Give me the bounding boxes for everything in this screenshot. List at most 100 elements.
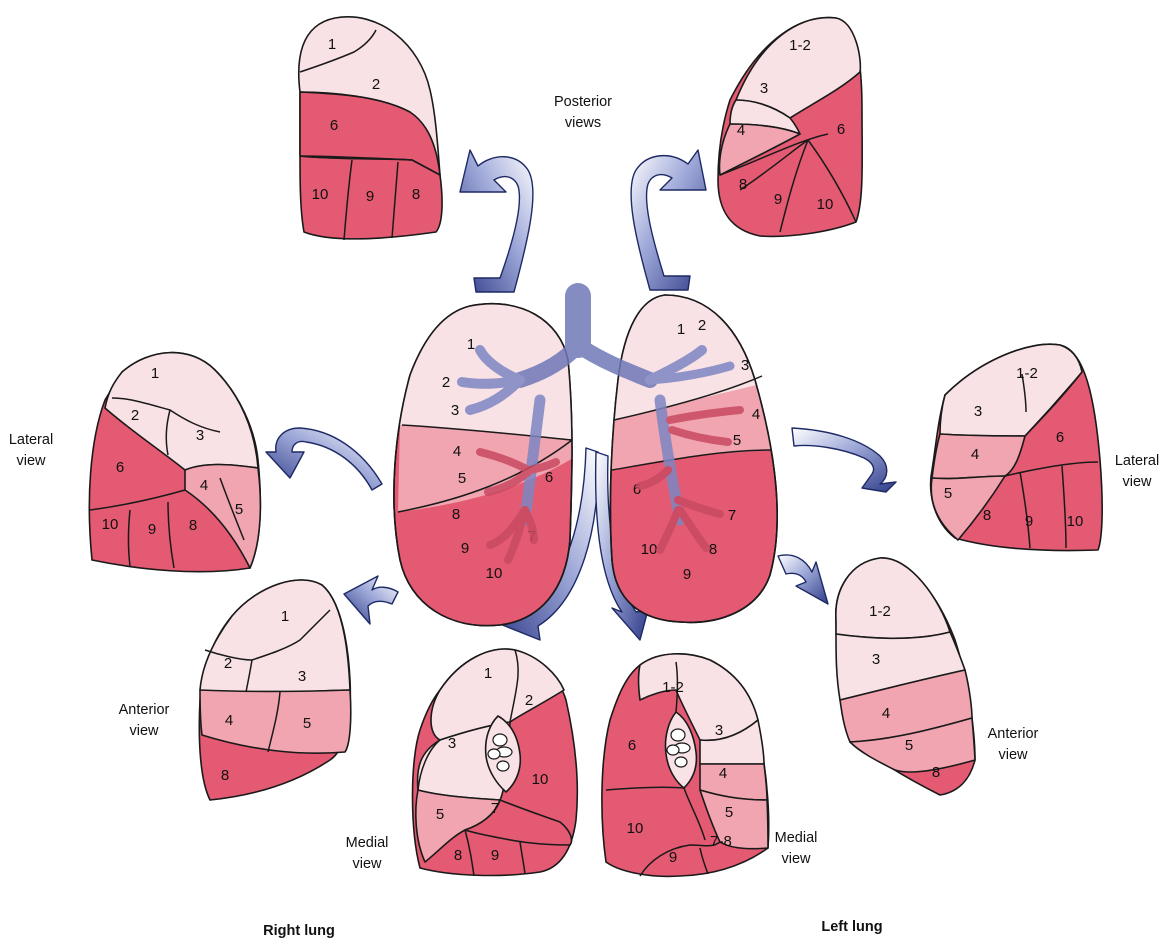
segment-label: 3	[451, 402, 459, 419]
segment-label: 9	[683, 566, 691, 583]
caption-posterior: Posterior views	[554, 94, 612, 131]
segment-label: 6	[545, 469, 553, 486]
segment-label: 9	[774, 191, 782, 208]
segment-label: 1-2	[789, 37, 811, 54]
left-lung-center-view: 1 2 3 4 5 6 7 10 8 9	[600, 290, 800, 622]
segment-label: 3	[715, 722, 723, 739]
segment-label: 7	[491, 800, 499, 817]
segment-label: 3	[741, 357, 749, 374]
arrow-to-left-lateral	[792, 428, 896, 492]
segment-label: 9	[366, 188, 374, 205]
segment-label: 7-8	[710, 833, 732, 850]
segment-label: 6	[116, 459, 124, 476]
right-lung-anterior-view: 1 2 3 4 5 8	[199, 580, 350, 800]
segment-label: 4	[719, 765, 727, 782]
segment-label: 3	[298, 668, 306, 685]
segment-label: 3	[760, 80, 768, 97]
svg-text:view: view	[1122, 474, 1152, 490]
arrow-to-right-posterior	[460, 150, 533, 292]
segment-label: 10	[486, 565, 503, 582]
segment-label: 1	[484, 665, 492, 682]
segment-label: 6	[837, 121, 845, 138]
segment-label: 8	[189, 517, 197, 534]
segment-label: 2	[442, 374, 450, 391]
segment-label: 1	[281, 608, 289, 625]
segment-label: 5	[725, 804, 733, 821]
segment-label: 10	[627, 820, 644, 837]
segment-label: 7	[728, 507, 736, 524]
right-lung-posterior-view: 1 2 6 10 9 8	[299, 17, 442, 240]
right-lung-lateral-view: 1 2 3 6 4 5 10 9 8	[89, 353, 260, 572]
svg-text:Medial: Medial	[775, 830, 818, 846]
svg-text:Anterior: Anterior	[988, 726, 1039, 742]
segment-label: 6	[330, 117, 338, 134]
segment-label: 4	[882, 705, 890, 722]
segment-label: 8	[983, 507, 991, 524]
segment-label: 10	[102, 516, 119, 533]
title-right-lung: Right lung	[263, 923, 335, 939]
segment-label: 6	[628, 737, 636, 754]
svg-text:Lateral: Lateral	[9, 432, 53, 448]
svg-text:Lateral: Lateral	[1115, 453, 1159, 469]
svg-text:view: view	[352, 856, 382, 872]
segment-label: 4	[971, 446, 979, 463]
segment-label: 10	[817, 196, 834, 213]
segment-label: 2	[698, 317, 706, 334]
left-lung-posterior-view: 1-2 3 4 6 8 9 10	[718, 18, 862, 237]
segment-label: 5	[944, 485, 952, 502]
segment-label: 2	[372, 76, 380, 93]
segment-label: 1-2	[1016, 365, 1038, 382]
caption-medial-left: Medial view	[775, 830, 818, 867]
caption-medial-right: Medial view	[346, 835, 389, 872]
segment-label: 8	[452, 506, 460, 523]
segment-label: 10	[1067, 513, 1084, 530]
segment-label: 6	[1056, 429, 1064, 446]
svg-text:view: view	[16, 453, 46, 469]
segment-label: 5	[905, 737, 913, 754]
segment-label: 9	[669, 849, 677, 866]
segment-label: 5	[303, 715, 311, 732]
segment-label: 8	[412, 186, 420, 203]
arrow-to-left-posterior	[631, 150, 706, 290]
svg-text:view: view	[781, 851, 811, 867]
segment-label: 5	[733, 432, 741, 449]
svg-text:Posterior: Posterior	[554, 94, 612, 110]
segment-label: 10	[641, 541, 658, 558]
segment-label: 9	[491, 847, 499, 864]
segment-label: 3	[872, 651, 880, 668]
segment-label: 4	[737, 122, 745, 139]
segment-label: 2	[525, 692, 533, 709]
segment-label: 8	[932, 764, 940, 781]
segment-label: 1	[151, 365, 159, 382]
title-left-lung: Left lung	[821, 919, 882, 935]
segment-label: 10	[312, 186, 329, 203]
segment-label: 9	[1025, 513, 1033, 530]
segment-label: 4	[453, 443, 461, 460]
segment-label: 2	[131, 407, 139, 424]
arrow-to-left-anterior	[778, 555, 828, 604]
segment-label: 1-2	[869, 603, 891, 620]
segment-label: 2	[224, 655, 232, 672]
segment-label: 3	[196, 427, 204, 444]
caption-lateral-left: Lateral view	[1115, 453, 1159, 490]
left-lung-lateral-view: 1-2 3 6 4 5 8 9 10	[931, 344, 1103, 550]
arrow-to-right-lateral	[266, 428, 382, 490]
caption-lateral-right: Lateral view	[9, 432, 53, 469]
arrow-to-right-anterior	[344, 576, 398, 624]
segment-label: 5	[235, 501, 243, 518]
svg-text:Anterior: Anterior	[119, 702, 170, 718]
segment-label: 1	[328, 36, 336, 53]
segment-label: 9	[148, 521, 156, 538]
right-lung-medial-view: 1 2 3 10 5 7 8 9	[413, 649, 578, 876]
svg-text:views: views	[565, 115, 601, 131]
segment-label: 10	[532, 771, 549, 788]
segment-label: 9	[461, 540, 469, 557]
segment-label: 3	[974, 403, 982, 420]
caption-anterior-left: Anterior view	[988, 726, 1039, 763]
svg-text:Medial: Medial	[346, 835, 389, 851]
segment-label: 5	[458, 470, 466, 487]
segment-label: 1	[467, 336, 475, 353]
segment-label: 8	[454, 847, 462, 864]
segment-label: 8	[709, 541, 717, 558]
